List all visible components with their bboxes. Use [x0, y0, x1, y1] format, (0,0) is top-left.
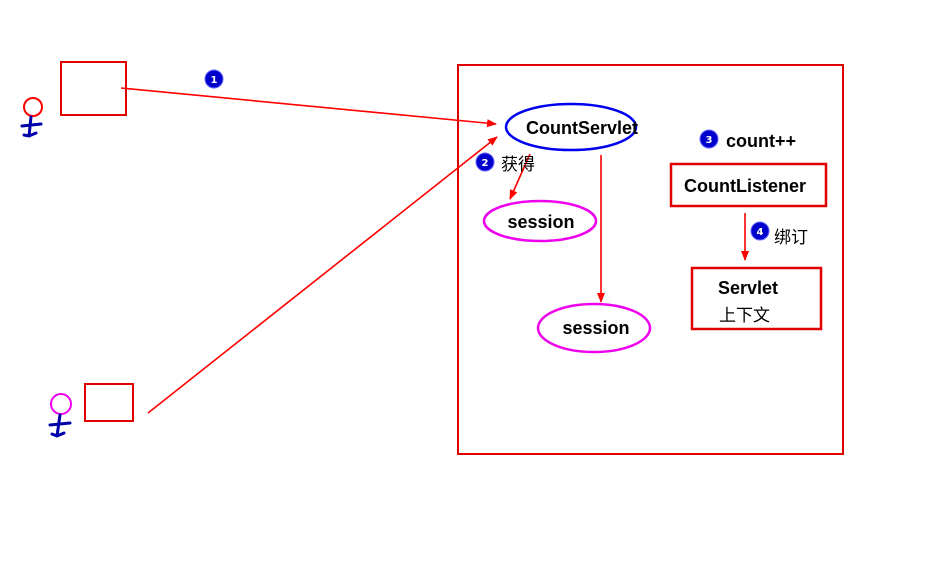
svg-text:1: 1: [211, 75, 218, 86]
count-servlet-label: CountServlet: [526, 118, 638, 138]
session-label-bottom: session: [562, 318, 629, 338]
user-2-stick-figure-icon: [48, 393, 72, 438]
session-node-bottom: [536, 302, 652, 354]
step-1-badge-icon: 1: [204, 69, 224, 89]
step-2-label: 获得: [501, 155, 535, 175]
get-session-arrow: [509, 153, 531, 200]
session-node-top: [482, 199, 598, 243]
request-arrow-user-1: [120, 87, 497, 128]
svg-text:3: 3: [706, 135, 713, 146]
step-4-badge-icon: 4: [750, 221, 770, 241]
svg-text:2: 2: [482, 158, 489, 169]
user-1-browser-box: [60, 61, 127, 116]
count-listener-node: [669, 162, 828, 208]
session-label-top: session: [507, 212, 574, 232]
servlet-context-node: [690, 266, 823, 331]
svg-text:4: 4: [757, 227, 764, 238]
step-3-badge-icon: 3: [699, 129, 719, 149]
servlet-context-label-line1: Servlet: [718, 278, 778, 298]
step-2-badge-icon: 2: [475, 152, 495, 172]
user-2-browser-box: [84, 383, 134, 422]
step-3-label: count++: [726, 131, 796, 151]
step-4-label: 绑订: [774, 228, 808, 248]
count-listener-label: CountListener: [684, 176, 806, 196]
user-1-stick-figure-icon: [20, 97, 43, 138]
request-arrow-user-2: [147, 136, 498, 414]
server-container: [457, 64, 844, 455]
count-servlet-node: [504, 102, 638, 152]
servlet-context-label-line2: 上下文: [719, 306, 770, 326]
